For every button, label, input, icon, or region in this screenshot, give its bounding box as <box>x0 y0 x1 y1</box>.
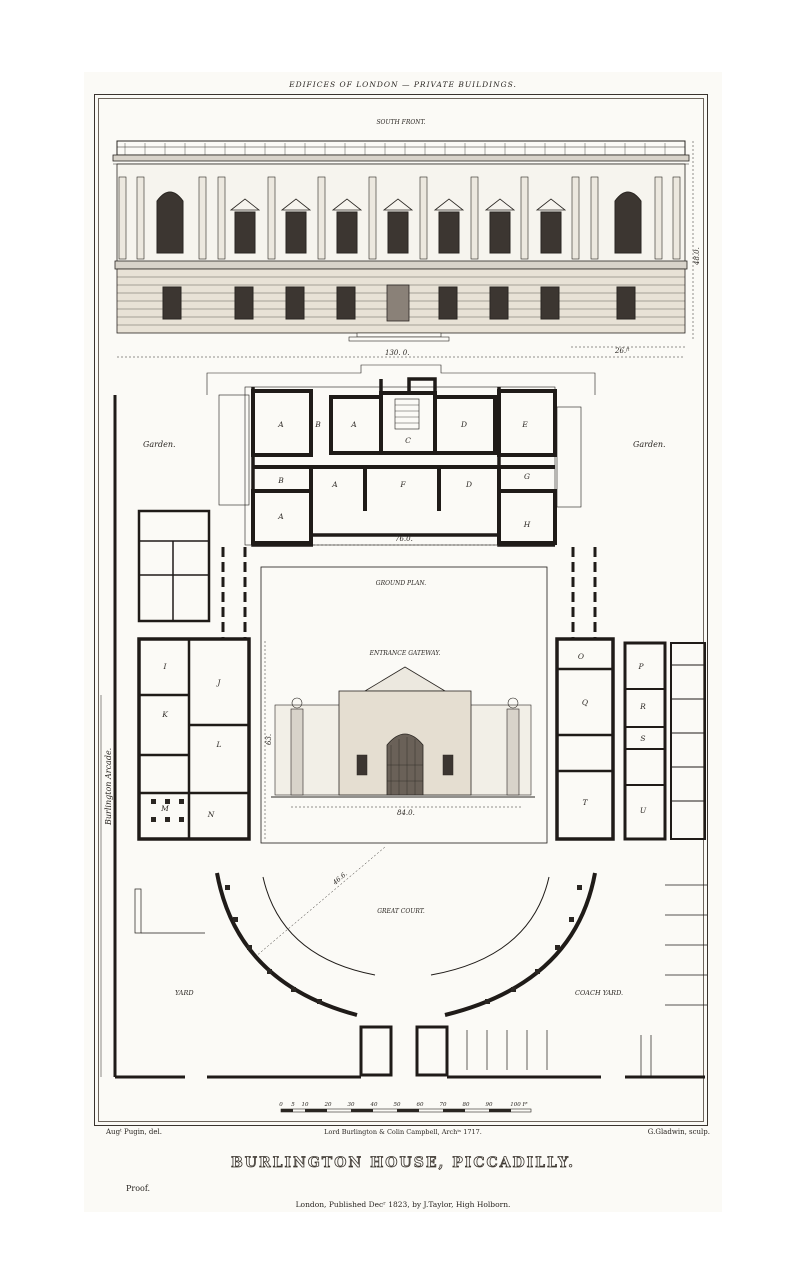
room-letter: A <box>277 512 284 521</box>
room-letters: A B A C D E B A F D G A H I J K L M N O <box>160 420 647 819</box>
scale-tick: 100 Fᵗ <box>510 1101 528 1108</box>
room-letter: B <box>277 476 284 485</box>
architect-credit: Lord Burlington & Colin Campbell, Archᵗˢ… <box>324 1128 482 1136</box>
scale-tick: 90 <box>486 1102 493 1108</box>
room-letter: N <box>207 810 215 819</box>
room-letter: D <box>465 480 472 489</box>
engraved-plate: SOUTH FRONT. <box>94 94 708 1126</box>
room-letter: D <box>460 420 467 429</box>
scale-tick: 20 <box>324 1102 332 1108</box>
scale-tick: 70 <box>440 1102 447 1108</box>
dim-84: 84.0. <box>397 809 415 817</box>
plate-title: BURLINGTON HOUSE, PICCADILLY. <box>230 1155 576 1171</box>
room-letter: F <box>399 480 406 489</box>
engraver-credit: G.Gladwin, sculp. <box>647 1128 710 1136</box>
room-letter: H <box>523 520 531 529</box>
coach-yard-label: COACH YARD. <box>575 989 623 997</box>
yard-label: YARD <box>175 989 194 997</box>
scale-tick: 40 <box>370 1102 378 1108</box>
south-front-elevation <box>112 140 690 342</box>
room-letter: A <box>350 420 357 429</box>
room-letter: L <box>216 740 222 749</box>
scale-tick: 0 <box>279 1102 283 1108</box>
publisher-imprint: London, Published Decʳ 1823, by J.Taylor… <box>295 1200 511 1209</box>
scale-tick: 80 <box>463 1102 470 1108</box>
draughtsman-credit: Augᵗ Pugin, del. <box>106 1128 162 1136</box>
dim-width: 130. 0. <box>385 349 410 357</box>
room-letter: R <box>639 702 646 711</box>
room-letter: O <box>578 652 584 661</box>
great-court-label: GREAT COURT. <box>377 908 425 915</box>
room-letter: S <box>640 734 645 743</box>
scale-tick: 50 <box>394 1102 401 1108</box>
garden-left: Garden. <box>143 440 176 449</box>
entrance-gateway-elevation <box>271 666 535 798</box>
room-letter: P <box>637 662 644 671</box>
room-letter: K <box>161 710 168 719</box>
arcade-label: Burlington Arcade. <box>104 748 113 826</box>
scale-tick: 5 <box>291 1102 295 1108</box>
room-letter: B <box>314 420 321 429</box>
ground-plan-label: GROUND PLAN. <box>376 580 426 587</box>
room-letter: T <box>582 798 588 807</box>
room-letter: E <box>521 420 528 429</box>
room-letter: A <box>331 480 338 489</box>
room-letter: J <box>215 678 221 687</box>
entrance-label: ENTRANCE GATEWAY. <box>369 650 441 657</box>
room-letter: A <box>277 420 284 429</box>
garden-right: Garden. <box>633 440 666 449</box>
room-letter: Q <box>582 698 588 707</box>
elevation-label: SOUTH FRONT. <box>376 119 425 126</box>
ground-plan <box>100 364 707 1079</box>
scale-tick: 60 <box>417 1102 424 1108</box>
scale-ticks: 0 5 10 20 30 40 50 60 70 80 90 100 Fᵗ <box>279 1101 528 1108</box>
room-letter: U <box>640 806 647 815</box>
plan-dimension-lines <box>254 544 521 958</box>
dim-63: 63. <box>265 734 273 745</box>
scale-bar <box>280 1108 532 1113</box>
dim-height: 48.0. <box>693 247 701 266</box>
print-sheet: EDIFICES OF LONDON — PRIVATE BUILDINGS. … <box>84 72 722 1212</box>
dim-part: 26.ᶠᵗ <box>614 347 630 355</box>
proof-mark: Proof. <box>126 1184 151 1193</box>
dim-46: 46.6. <box>330 870 349 887</box>
architectural-drawing: SOUTH FRONT. <box>100 119 707 1113</box>
scale-tick: 30 <box>348 1102 355 1108</box>
room-letter: M <box>160 804 169 813</box>
series-header: EDIFICES OF LONDON — PRIVATE BUILDINGS. <box>289 80 517 89</box>
elevation-dimension-lines <box>117 141 694 358</box>
room-letter: C <box>405 436 411 445</box>
dim-76: 76.0. <box>395 535 413 543</box>
room-letter: I <box>163 662 168 671</box>
scale-tick: 10 <box>302 1102 309 1108</box>
room-letter: G <box>524 472 530 481</box>
